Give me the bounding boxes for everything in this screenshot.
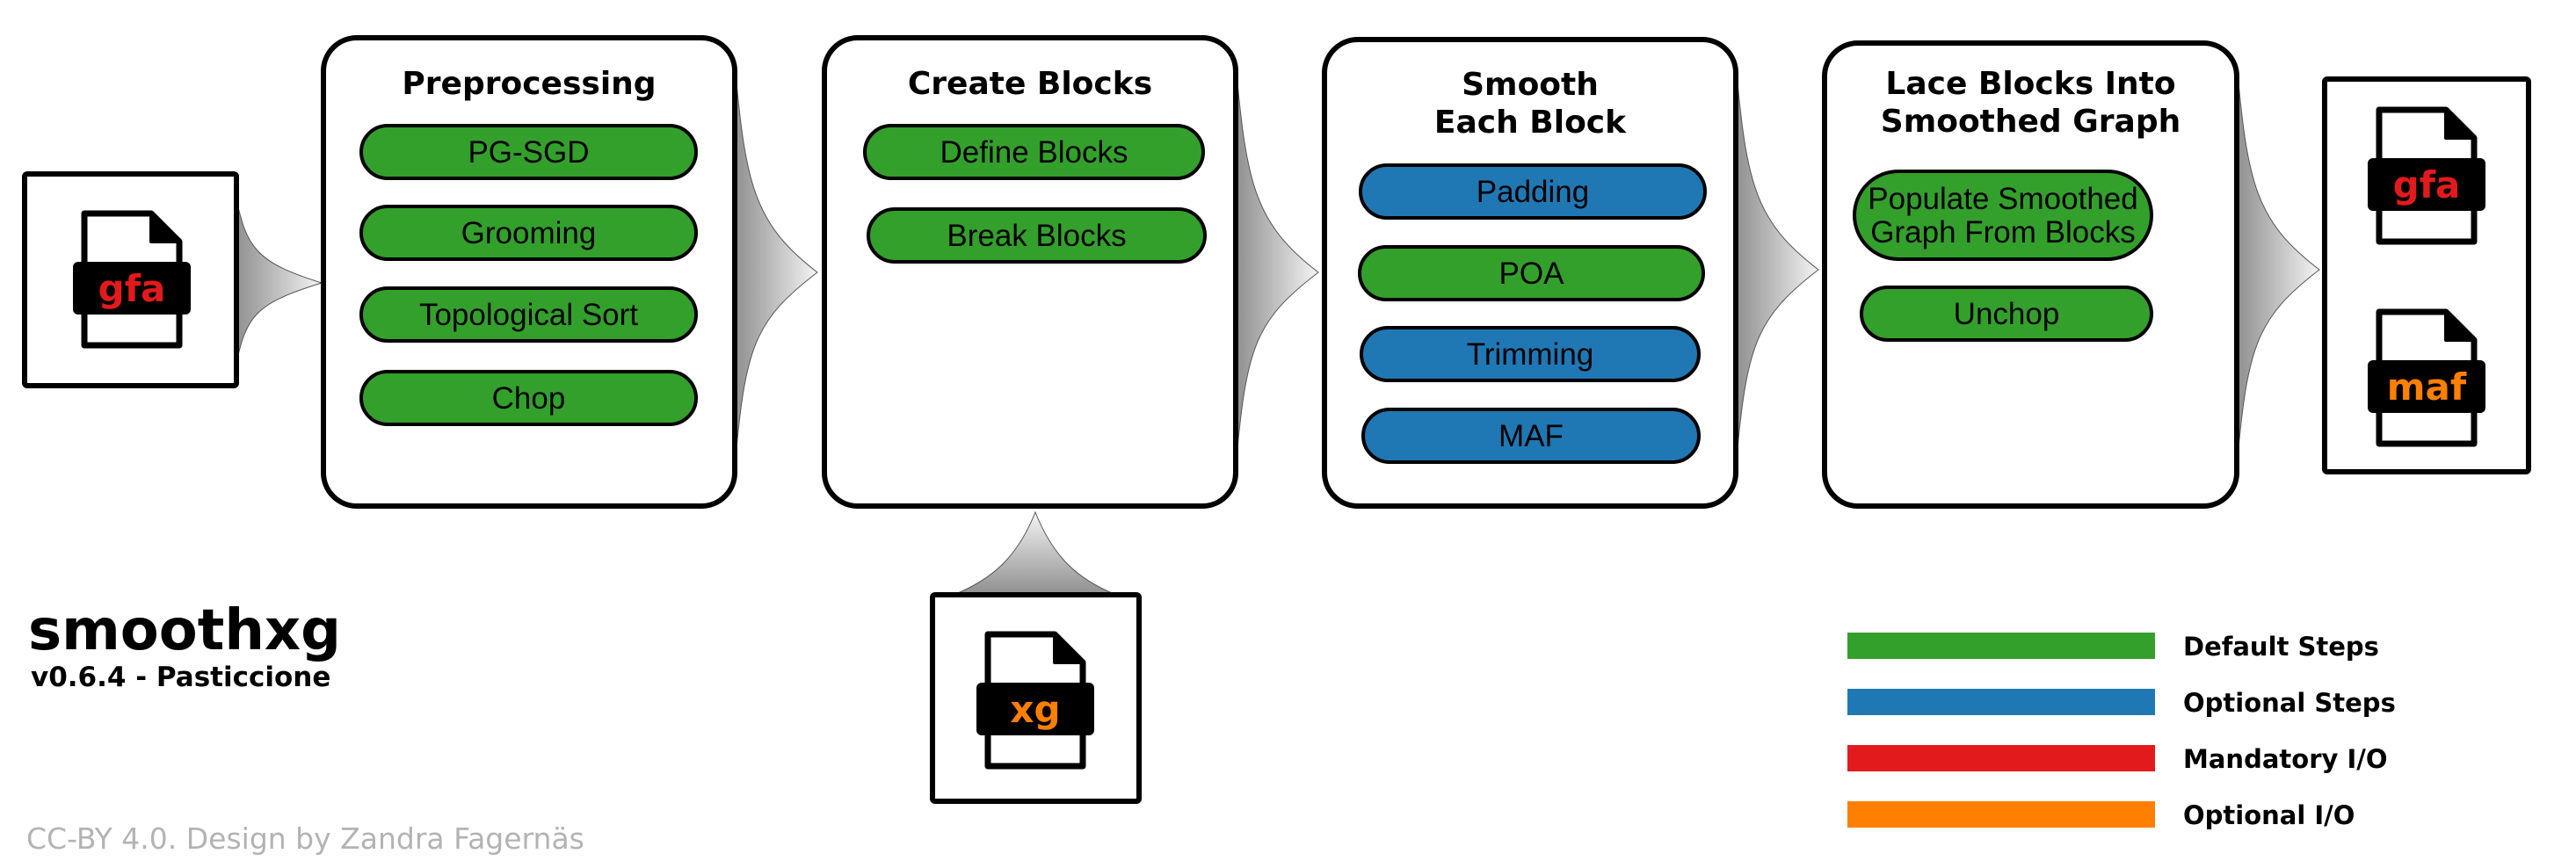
input-gfa-file: gfa bbox=[22, 171, 239, 388]
legend-item-mandatory-i-o: Mandatory I/O bbox=[1847, 744, 2388, 774]
step-pill[interactable] bbox=[1361, 408, 1701, 464]
file-type-label: gfa bbox=[98, 267, 166, 310]
file-type-band bbox=[2368, 360, 2485, 413]
file-type-label: gfa bbox=[2393, 163, 2461, 206]
step-label: Define Blocks bbox=[940, 135, 1128, 170]
step-pill[interactable] bbox=[1358, 245, 1705, 301]
step-pill[interactable] bbox=[867, 207, 1207, 264]
gfa-file-icon: gfa bbox=[73, 210, 191, 349]
folded-corner-icon bbox=[1053, 633, 1085, 664]
step-label: Break Blocks bbox=[947, 219, 1126, 253]
output-files: gfa maf bbox=[2322, 76, 2531, 474]
folded-corner-icon bbox=[2444, 310, 2476, 342]
step-pill[interactable] bbox=[1853, 170, 2153, 261]
step-trimming[interactable]: Trimming bbox=[1360, 326, 1701, 382]
maf-output-file-icon: maf bbox=[2368, 308, 2485, 447]
xg-output-file: xg bbox=[930, 592, 1142, 804]
step-grooming[interactable]: Grooming bbox=[359, 205, 698, 261]
stage-box bbox=[1822, 40, 2239, 509]
legend-swatch bbox=[1847, 689, 2155, 715]
app-name: smoothxg bbox=[28, 598, 341, 663]
step-label: Unchop bbox=[1954, 297, 2060, 331]
step-label: Grooming bbox=[461, 216, 597, 250]
step-chop[interactable]: Chop bbox=[359, 370, 698, 426]
step-label: Trimming bbox=[1467, 337, 1594, 372]
file-type-band bbox=[976, 683, 1094, 735]
step-pill[interactable] bbox=[359, 286, 698, 343]
connector-smooth-to-lace bbox=[1735, 62, 1819, 468]
xg-file-icon: xg bbox=[976, 631, 1094, 770]
step-label: PG-SGD bbox=[468, 135, 589, 170]
connector-preprocessing-to-create-blocks bbox=[734, 62, 818, 468]
step-unchop[interactable]: Unchop bbox=[1860, 286, 2153, 342]
step-define-blocks[interactable]: Define Blocks bbox=[863, 124, 1205, 180]
app-version: v0.6.4 - Pasticcione bbox=[31, 662, 330, 693]
file-type-label: maf bbox=[2387, 365, 2467, 409]
stage-box bbox=[822, 35, 1238, 509]
credit-line: CC-BY 4.0. Design by Zandra Fagernäs bbox=[26, 821, 584, 856]
step-label: Chop bbox=[492, 381, 566, 416]
stage-title: Smoothed Graph bbox=[1881, 104, 2181, 140]
stage-title: Lace Blocks Into bbox=[1885, 66, 2175, 102]
legend-item-default-steps: Default Steps bbox=[1847, 632, 2379, 662]
flow-connectors bbox=[235, 62, 2320, 596]
step-label: POA bbox=[1499, 257, 1565, 291]
gfa-output-file-icon: gfa bbox=[2368, 106, 2485, 245]
stage-title: Preprocessing bbox=[402, 66, 656, 102]
connector-create-blocks-to-xg bbox=[953, 510, 1117, 596]
connector-input-to-preprocessing bbox=[235, 194, 323, 368]
step-label: MAF bbox=[1498, 419, 1564, 453]
step-topological-sort[interactable]: Topological Sort bbox=[359, 286, 698, 343]
stage-title: Create Blocks bbox=[908, 66, 1152, 102]
step-pill[interactable] bbox=[863, 124, 1205, 180]
step-label: Topological Sort bbox=[419, 298, 638, 332]
legend-swatch bbox=[1847, 801, 2155, 828]
legend-label: Optional I/O bbox=[2183, 800, 2355, 830]
step-pill[interactable] bbox=[1360, 326, 1701, 382]
legend-swatch bbox=[1847, 633, 2155, 659]
step-pill[interactable] bbox=[359, 370, 698, 426]
legend-item-optional-steps: Optional Steps bbox=[1847, 688, 2396, 718]
legend-label: Default Steps bbox=[2183, 632, 2379, 662]
stage-title: Each Block bbox=[1434, 105, 1627, 141]
step-break-blocks[interactable]: Break Blocks bbox=[867, 207, 1207, 264]
folded-corner-icon bbox=[2444, 108, 2476, 140]
step-poa[interactable]: POA bbox=[1358, 245, 1705, 301]
step-pill[interactable] bbox=[1359, 163, 1707, 220]
stage-title: Smooth bbox=[1462, 67, 1599, 103]
legend-item-optional-i-o: Optional I/O bbox=[1847, 800, 2355, 830]
legend-label: Optional Steps bbox=[2183, 688, 2396, 718]
legend-label: Mandatory I/O bbox=[2183, 744, 2388, 774]
step-pill[interactable] bbox=[1860, 286, 2153, 342]
connector-create-blocks-to-smooth bbox=[1235, 62, 1319, 468]
step-label: Populate Smoothed bbox=[1868, 182, 2137, 216]
folded-corner-icon bbox=[149, 212, 181, 243]
step-pg-sgd[interactable]: PG-SGD bbox=[359, 124, 698, 180]
step-maf[interactable]: MAF bbox=[1361, 408, 1701, 464]
step-pill[interactable] bbox=[359, 205, 698, 261]
step-padding[interactable]: Padding bbox=[1359, 163, 1707, 220]
stage-box bbox=[321, 35, 737, 509]
file-type-band bbox=[73, 262, 191, 315]
legend-swatch bbox=[1847, 745, 2155, 771]
step-label: Padding bbox=[1477, 175, 1589, 209]
step-pill[interactable] bbox=[359, 124, 698, 180]
file-type-label: xg bbox=[1010, 688, 1060, 731]
file-type-band bbox=[2368, 158, 2485, 211]
step-label: Graph From Blocks bbox=[1870, 215, 2135, 250]
connector-lace-to-outputs bbox=[2236, 62, 2320, 468]
